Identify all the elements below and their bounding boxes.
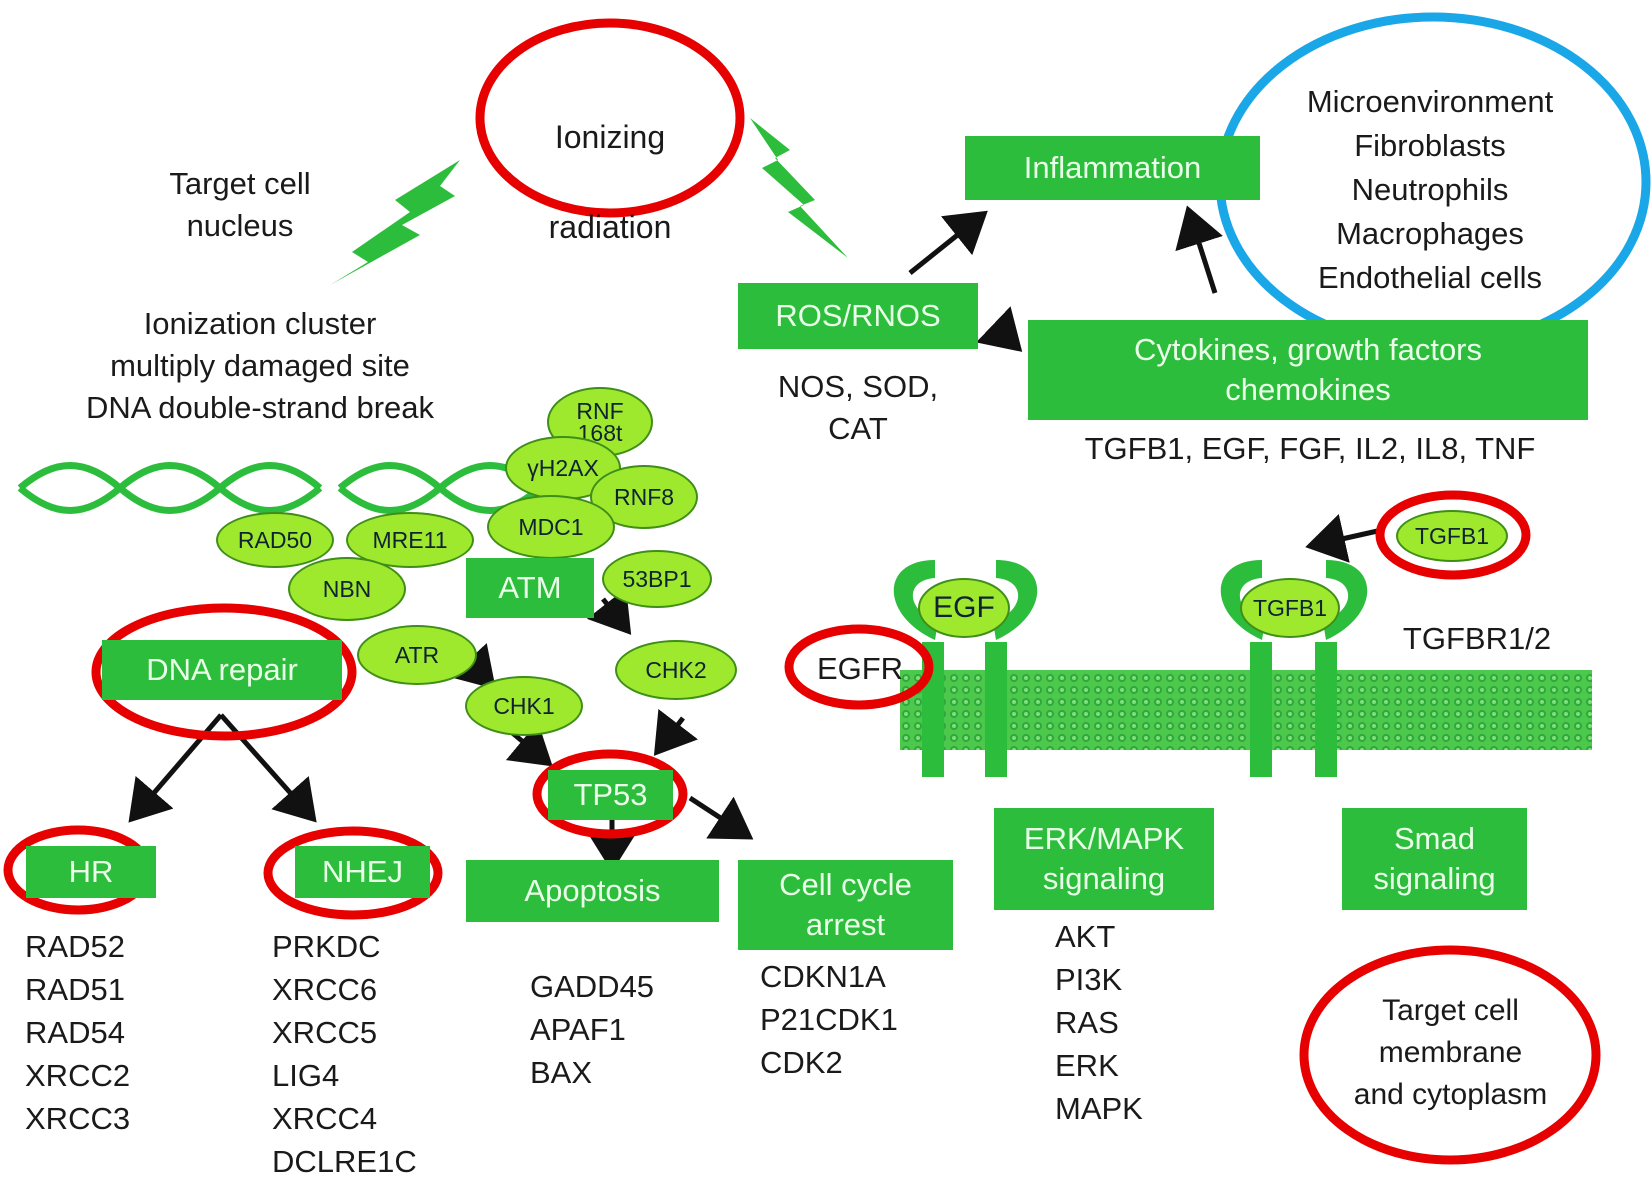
gene-item: RAS (1055, 1005, 1119, 1040)
gene-item: RAD54 (25, 1015, 125, 1050)
ros-genes: NOS, SOD, CAT (777, 369, 939, 446)
gene-item: LIG4 (272, 1058, 340, 1093)
gene-item: APAF1 (530, 1012, 626, 1047)
nhej-box: NHEJ (295, 846, 430, 898)
inflammation-box: Inflammation (965, 136, 1260, 200)
chk1-protein: CHK1 (465, 676, 583, 736)
ionizing-radiation-label: Ionizing radiation (505, 70, 715, 295)
arrest-gene-list: CDKN1A P21CDK1 CDK2 (760, 955, 898, 1084)
gene-item: RAD51 (25, 972, 125, 1007)
gene-item: XRCC4 (272, 1101, 378, 1136)
cell-membrane (900, 670, 1592, 750)
apoptosis-box: Apoptosis (466, 860, 719, 922)
atr-protein: ATR (357, 625, 477, 685)
gene-item: CDKN1A (760, 959, 886, 994)
microenvironment-item: Endothelial cells (1317, 260, 1543, 295)
lightning-bolt-icon (750, 118, 848, 258)
target-cell-membrane-label: Target cell membrane and cytoplasm (1353, 994, 1548, 1111)
egfr-label: EGFR (816, 651, 904, 686)
gene-item: XRCC6 (272, 972, 378, 1007)
egf-ligand: EGF (918, 578, 1010, 638)
erk-gene-list: AKT PI3K RAS ERK MAPK (1055, 915, 1143, 1130)
hr-gene-list: RAD52 RAD51 RAD54 XRCC2 XRCC3 (25, 925, 130, 1140)
gene-item: AKT (1055, 919, 1116, 954)
highlight-ionizing-radiation (475, 18, 745, 218)
ionizing-label-line1: Ionizing (554, 119, 666, 155)
gene-item: MAPK (1055, 1091, 1143, 1126)
dna-repair-box: DNA repair (102, 640, 342, 700)
mdc1-protein: MDC1 (487, 495, 615, 559)
gene-item: P21CDK1 (760, 1002, 898, 1037)
highlight-egfr (784, 624, 934, 710)
highlight-dna-repair (91, 603, 357, 741)
gene-item: XRCC3 (25, 1101, 131, 1136)
gene-item: GADD45 (530, 969, 655, 1004)
gene-item: PI3K (1055, 962, 1123, 997)
gene-item: RAD52 (25, 929, 125, 964)
gene-item: XRCC2 (25, 1058, 131, 1093)
tgfbr-receptor (1220, 560, 1368, 777)
lightning-bolt-icon (330, 160, 460, 285)
microenvironment-list: Microenvironment Fibroblasts Neutrophils… (1230, 80, 1630, 300)
smad-box: Smad signaling (1342, 808, 1527, 910)
gene-item: DCLRE1C (272, 1144, 417, 1179)
cytokine-genes: TGFB1, EGF, FGF, IL2, IL8, TNF (1084, 431, 1536, 466)
mre11-protein: MRE11 (346, 512, 474, 568)
microenvironment-item: Macrophages (1336, 216, 1524, 251)
cell-cycle-arrest-box: Cell cycle arrest (738, 860, 953, 950)
gene-item: CDK2 (760, 1045, 843, 1080)
highlight-tgfb1 (1375, 490, 1531, 580)
cytokines-box: Cytokines, growth factors chemokines (1028, 320, 1588, 420)
ionizing-label-line2: radiation (548, 209, 672, 245)
highlight-tp53 (532, 749, 688, 839)
microenvironment-item: Microenvironment (1306, 84, 1554, 119)
highlight-nhej (263, 826, 443, 920)
rad50-protein: RAD50 (216, 512, 334, 568)
chk2-protein: CHK2 (615, 640, 737, 700)
nhej-gene-list: PRKDC XRCC6 XRCC5 LIG4 XRCC4 DCLRE1C (272, 925, 417, 1183)
53bp1-protein: 53BP1 (602, 550, 712, 608)
tgfbr-label: TGFBR1/2 (1402, 621, 1552, 656)
microenvironment-item: Fibroblasts (1354, 128, 1506, 163)
dna-damage-description: Ionization cluster multiply damaged site… (85, 306, 435, 425)
apoptosis-gene-list: GADD45 APAF1 BAX (530, 965, 654, 1094)
gene-item: PRKDC (272, 929, 381, 964)
erk-mapk-box: ERK/MAPK signaling (994, 808, 1214, 910)
hr-box: HR (26, 846, 156, 898)
nbn-protein: NBN (288, 557, 406, 621)
target-cell-nucleus-label: Target cell nucleus (169, 166, 311, 243)
highlight-target-cell-membrane (1299, 945, 1601, 1165)
ros-rnos-box: ROS/RNOS (738, 283, 978, 349)
atm-box: ATM (466, 558, 594, 618)
dna-helix (17, 462, 543, 514)
gene-item: BAX (530, 1055, 593, 1090)
tp53-box: TP53 (548, 770, 673, 820)
microenvironment-item: Neutrophils (1351, 172, 1509, 207)
gene-item: XRCC5 (272, 1015, 378, 1050)
gene-item: ERK (1055, 1048, 1119, 1083)
tgfb1-free-ligand: TGFB1 (1396, 510, 1508, 562)
tgfb1-ligand: TGFB1 (1240, 578, 1340, 638)
